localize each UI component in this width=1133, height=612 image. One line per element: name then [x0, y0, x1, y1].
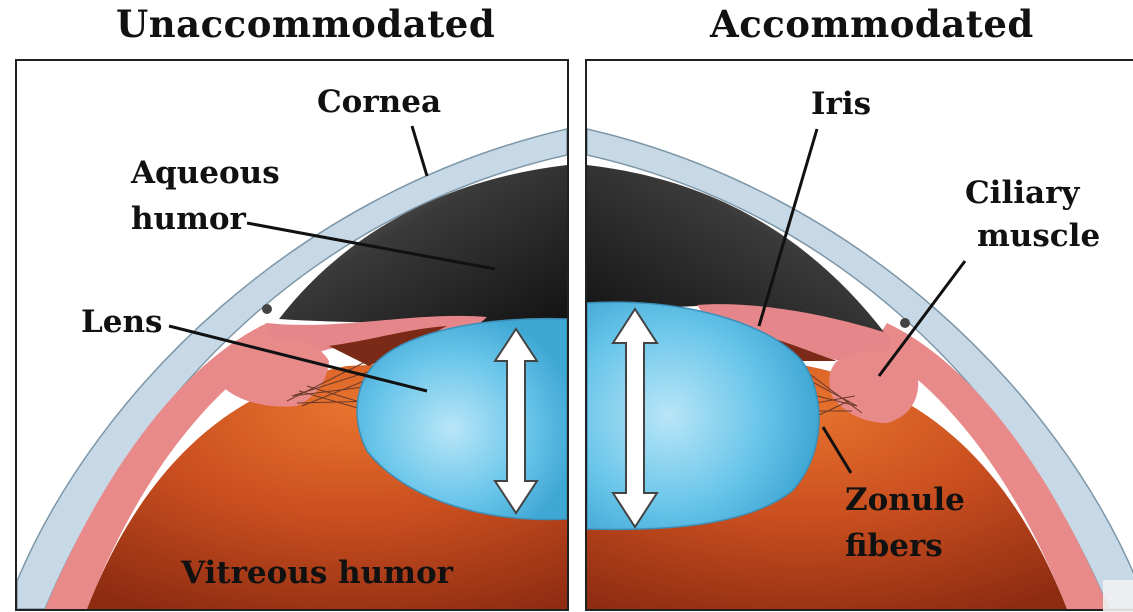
iris-leader — [757, 128, 819, 327]
label-zonule-line2: fibers — [845, 528, 943, 564]
thickness-arrow — [611, 307, 659, 529]
panel-accommodated: Iris Ciliary muscle Zonule fibers — [585, 59, 1133, 611]
label-lens: Lens — [81, 304, 163, 340]
posterior-chamber — [329, 326, 447, 366]
ciliary-band — [872, 323, 1109, 609]
schlemm-dot — [262, 304, 272, 314]
iris-tissue — [267, 315, 487, 359]
video-corner-control — [1103, 580, 1133, 612]
ciliary-body — [222, 338, 329, 407]
label-cornea: Cornea — [317, 84, 442, 120]
title-accommodated: Accommodated — [710, 2, 1034, 46]
aqueous-chamber — [587, 165, 887, 336]
eye-diagram-accommodated — [587, 128, 1133, 609]
thickness-arrow — [493, 327, 539, 515]
title-unaccommodated: Unaccommodated — [116, 2, 496, 46]
lens-leader — [168, 324, 428, 393]
label-aqueous-line1: Aqueous — [131, 155, 280, 191]
schlemm-dot — [900, 318, 910, 328]
ciliary-band — [45, 323, 282, 609]
label-ciliary-line1: Ciliary — [965, 175, 1080, 211]
aqueous-leader — [246, 221, 496, 271]
ciliary-leader — [877, 260, 967, 377]
eye-diagram-unaccommodated — [17, 125, 567, 609]
panel-unaccommodated: Cornea Aqueous humor Lens Vitreous humor — [15, 59, 569, 611]
iris-tissue — [697, 304, 891, 361]
label-ciliary-line2: muscle — [977, 218, 1101, 254]
label-zonule-line1: Zonule — [845, 482, 965, 518]
aqueous-chamber — [279, 165, 567, 331]
zonule-leader — [821, 426, 853, 474]
label-iris: Iris — [811, 86, 872, 122]
cornea-leader — [410, 125, 429, 177]
label-aqueous-line2: humor — [131, 201, 246, 237]
label-vitreous-humor: Vitreous humor — [181, 555, 454, 591]
